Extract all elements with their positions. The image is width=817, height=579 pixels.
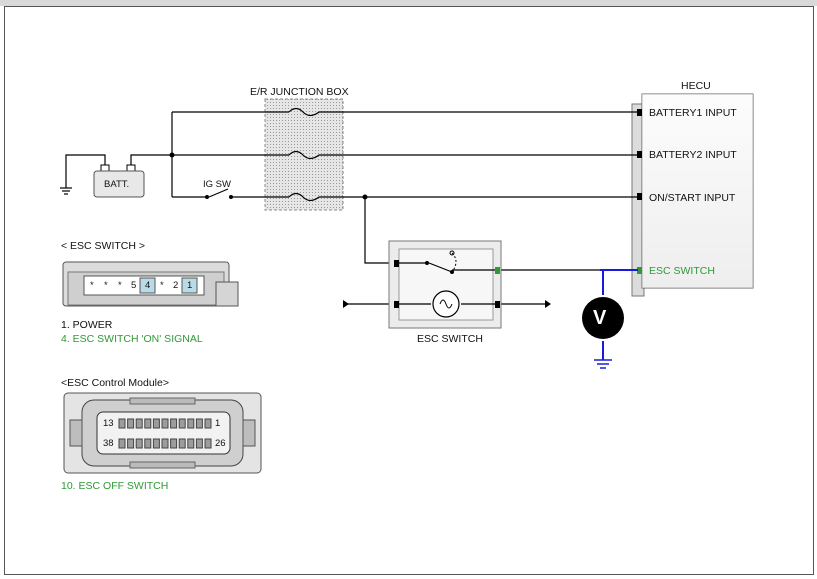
voltmeter-symbol: V bbox=[593, 307, 607, 329]
esc-switch-pin-8: * bbox=[90, 280, 94, 291]
module-pin-bottom bbox=[178, 438, 186, 449]
esc-switch-pin-1: 1 bbox=[187, 280, 193, 291]
ig-switch-label: IG SW bbox=[203, 179, 231, 190]
module-pin-top bbox=[161, 418, 169, 429]
module-pin-top bbox=[187, 418, 195, 429]
lamp-arrows bbox=[343, 300, 551, 308]
hecu-pin-on-start: ON/START INPUT bbox=[649, 192, 736, 204]
module-pin-26-label: 26 bbox=[215, 438, 226, 449]
esc-switch-pin-2: 2 bbox=[173, 280, 179, 291]
esc-switch-pin-3: * bbox=[160, 280, 164, 291]
esc-switch-note-on-signal: 4. ESC SWITCH 'ON' SIGNAL bbox=[61, 333, 203, 345]
module-pin-top bbox=[195, 418, 203, 429]
module-pin-bottom bbox=[161, 438, 169, 449]
fuses bbox=[288, 107, 320, 202]
esc-switch-note-power: 1. POWER bbox=[61, 319, 113, 331]
module-pin-top bbox=[144, 418, 152, 429]
battery-label: BATT. bbox=[104, 179, 130, 190]
module-pin-bottom bbox=[152, 438, 160, 449]
esc-switch-pin-6: * bbox=[118, 280, 122, 291]
ground-symbol-voltmeter bbox=[594, 359, 612, 369]
module-pin-top bbox=[118, 418, 126, 429]
esc-switch-connector bbox=[62, 261, 239, 307]
module-pin-top bbox=[204, 418, 212, 429]
voltmeter bbox=[582, 297, 624, 339]
measurement-wiring bbox=[600, 269, 638, 360]
module-pin-bottom bbox=[144, 438, 152, 449]
hecu-pin-battery2: BATTERY2 INPUT bbox=[649, 149, 737, 161]
hecu-pin-battery1: BATTERY1 INPUT bbox=[649, 107, 737, 119]
esc-switch-connector-title: < ESC SWITCH > bbox=[61, 240, 146, 252]
module-pin-top bbox=[170, 418, 178, 429]
hecu-module bbox=[631, 93, 754, 297]
module-pin-top bbox=[152, 418, 160, 429]
esc-switch-pin-7: * bbox=[104, 280, 108, 291]
module-pins-bottom bbox=[118, 438, 212, 449]
module-pin-bottom bbox=[195, 438, 203, 449]
module-pin-1-label: 1 bbox=[215, 418, 221, 429]
module-pin-bottom bbox=[135, 438, 143, 449]
junction-dots bbox=[169, 152, 368, 200]
esc-switch-block-label: ESC SWITCH bbox=[417, 333, 483, 345]
module-pin-bottom bbox=[170, 438, 178, 449]
module-pin-bottom bbox=[127, 438, 135, 449]
module-pin-bottom bbox=[204, 438, 212, 449]
module-pin-top bbox=[178, 418, 186, 429]
module-pin-bottom bbox=[118, 438, 126, 449]
module-pin-top bbox=[135, 418, 143, 429]
module-pin-38-label: 38 bbox=[103, 438, 114, 449]
esc-module-note: 10. ESC OFF SWITCH bbox=[61, 480, 169, 492]
module-pins-top bbox=[118, 418, 212, 429]
module-pin-top bbox=[127, 418, 135, 429]
esc-module-connector-title: <ESC Control Module> bbox=[61, 377, 169, 389]
battery bbox=[93, 164, 145, 198]
hecu-terminals bbox=[637, 109, 642, 274]
esc-switch-block bbox=[388, 240, 502, 329]
hecu-pin-esc-switch: ESC SWITCH bbox=[649, 265, 715, 277]
window-top-bar bbox=[0, 0, 817, 6]
hecu-title: HECU bbox=[681, 80, 711, 92]
junction-box-title: E/R JUNCTION BOX bbox=[250, 86, 349, 98]
module-pin-13-label: 13 bbox=[103, 418, 114, 429]
wiring bbox=[65, 111, 638, 305]
esc-module-connector bbox=[63, 392, 262, 474]
ground-symbol-battery bbox=[60, 187, 72, 195]
module-pin-bottom bbox=[187, 438, 195, 449]
esc-switch-pin-5: 5 bbox=[131, 280, 137, 291]
esc-switch-pin-4: 4 bbox=[145, 280, 151, 291]
